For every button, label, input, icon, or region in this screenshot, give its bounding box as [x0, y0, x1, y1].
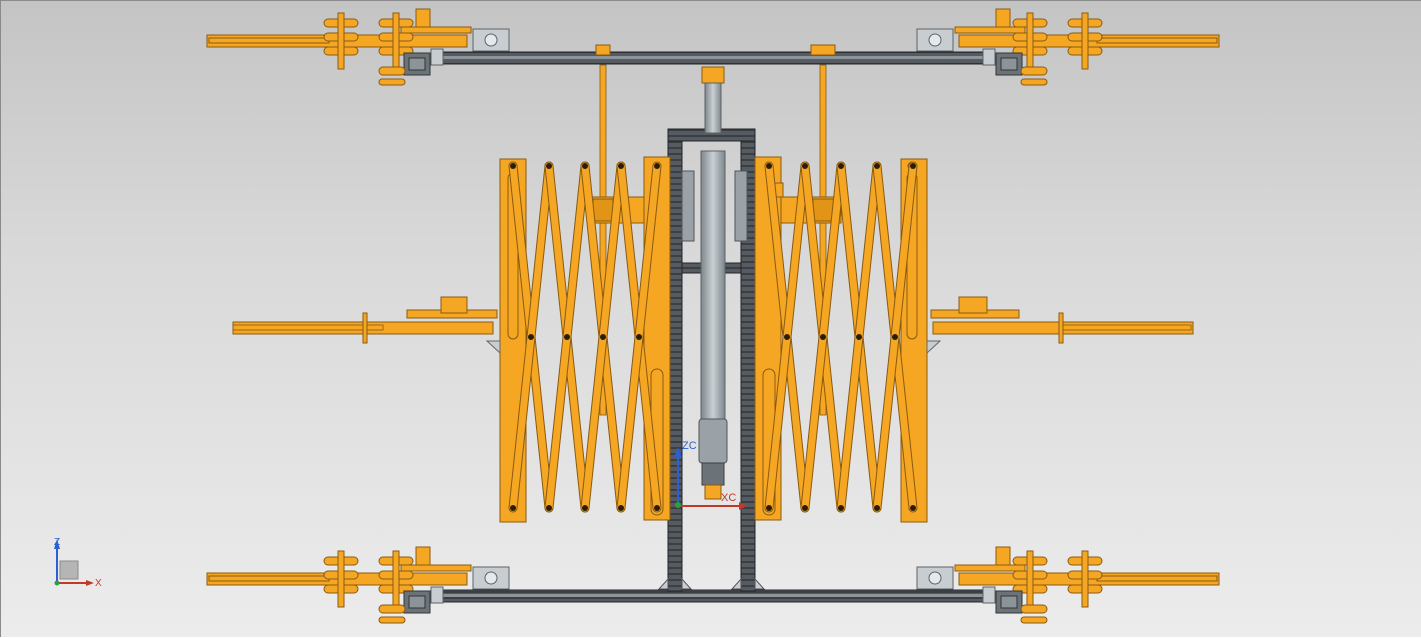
view-triad-z-label: Z [54, 537, 60, 548]
pivot-pin [528, 334, 534, 340]
pivot-pin [618, 505, 624, 511]
bottom-crossbeam[interactable] [436, 589, 990, 603]
middle-arm-left[interactable] [232, 296, 501, 355]
coordinate-system-icon[interactable]: ZC XC [674, 440, 747, 510]
xc-axis-label: XC [721, 492, 736, 504]
pivot-pin [654, 163, 660, 169]
pivot-pin [510, 163, 516, 169]
pivot-pin [820, 334, 826, 340]
support-rod-left [599, 64, 607, 416]
wheel-assembly-top-left[interactable] [206, 8, 510, 86]
pivot-pin [874, 505, 880, 511]
pivot-pin [546, 163, 552, 169]
pivot-pin [564, 334, 570, 340]
pivot-pin [874, 163, 880, 169]
pivot-pin [784, 334, 790, 340]
pivot-pin [802, 163, 808, 169]
pivot-pin [910, 505, 916, 511]
pivot-pin [636, 334, 642, 340]
wheel-assembly-bottom-right[interactable] [916, 546, 1220, 624]
pivot-pin [600, 334, 606, 340]
pivot-pin [582, 505, 588, 511]
pivot-pin [910, 163, 916, 169]
pivot-pin [856, 334, 862, 340]
pivot-pin [838, 505, 844, 511]
pivot-pin [654, 505, 660, 511]
pivot-pin [766, 505, 772, 511]
middle-arm-right[interactable] [926, 296, 1194, 355]
support-rod-right [819, 64, 827, 416]
scissor-links-left [508, 161, 662, 513]
pivot-pin [582, 163, 588, 169]
zc-axis-label: ZC [682, 440, 697, 452]
pivot-pin [766, 163, 772, 169]
view-triad-x-label: X [95, 578, 102, 589]
pivot-pin [892, 334, 898, 340]
scissor-lift-right[interactable] [754, 156, 928, 523]
wheel-assembly-top-right[interactable] [916, 8, 1220, 86]
pivot-pin [618, 163, 624, 169]
triad-icon[interactable]: Z X [54, 537, 102, 589]
pivot-pin [546, 505, 552, 511]
scissor-links-right [764, 161, 918, 513]
pivot-pin [838, 163, 844, 169]
pivot-pin [802, 505, 808, 511]
wheel-assembly-bottom-left[interactable] [206, 546, 510, 624]
top-crossbeam[interactable] [436, 51, 990, 65]
pivot-pin [510, 505, 516, 511]
linear-actuator[interactable] [698, 66, 728, 500]
